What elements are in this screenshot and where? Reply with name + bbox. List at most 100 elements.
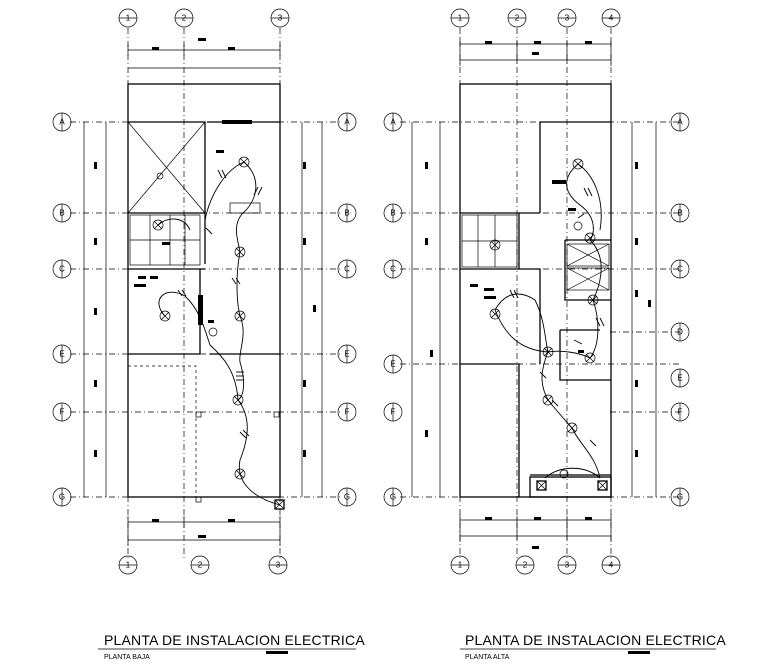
electrical-panel-icon — [274, 499, 285, 510]
axis-bubble-icon: C — [52, 259, 72, 279]
svg-text:C: C — [390, 265, 396, 274]
sheet-title: PLANTA DE INSTALACION ELECTRICA — [465, 632, 726, 648]
sheet-subtitle: PLANTA BAJA — [104, 654, 150, 661]
axis-bubble-icon: 1 — [118, 8, 138, 28]
ceiling-light-icon — [489, 239, 501, 251]
axis-bubble-icon: B — [337, 203, 357, 223]
axis-bubble-icon: A — [52, 112, 72, 132]
axis-bubble-icon: C — [337, 259, 357, 279]
svg-text:C: C — [677, 265, 683, 274]
axis-bubble-icon: 1 — [450, 555, 470, 575]
svg-text:2: 2 — [182, 14, 187, 23]
sheet-title: PLANTA DE INSTALACION ELECTRICA — [104, 632, 365, 648]
svg-text:1: 1 — [126, 561, 131, 570]
svg-text:4: 4 — [609, 561, 614, 570]
svg-text:1: 1 — [458, 14, 463, 23]
outlet-icon — [134, 150, 224, 323]
ceiling-light-icon — [559, 469, 569, 479]
ceiling-light-icon — [587, 294, 599, 306]
ceiling-light-icon — [542, 346, 554, 358]
ceiling-light-icon — [208, 327, 218, 337]
svg-text:3: 3 — [276, 561, 281, 570]
axis-bubble-icon: F — [52, 402, 72, 422]
svg-text:3: 3 — [565, 14, 570, 23]
exterior-wall — [127, 83, 281, 498]
ceiling-light-icon — [234, 246, 246, 258]
ceiling-light-icon — [584, 232, 596, 244]
axis-bubble-icon: C — [383, 259, 403, 279]
ceiling-light-icon — [159, 310, 171, 322]
axis-bubble-icon: E — [383, 354, 403, 374]
svg-text:B: B — [59, 209, 64, 218]
axis-bubble-icon: E — [337, 344, 357, 364]
svg-text:E: E — [677, 374, 682, 383]
ceiling-light-icon — [156, 172, 164, 180]
svg-text:1: 1 — [458, 561, 463, 570]
ceiling-light-icon — [232, 394, 244, 406]
svg-text:2: 2 — [515, 14, 520, 23]
sheet-planta-baja: 1 2 3 1 2 3 A B C E F G A B C E F G PLAN… — [52, 8, 365, 661]
axis-bubble-icon: 2 — [174, 8, 194, 28]
ceiling-light-icon — [238, 156, 250, 168]
axis-bubble-icon: 4 — [601, 555, 621, 575]
svg-text:A: A — [344, 118, 350, 127]
svg-text:B: B — [344, 209, 349, 218]
ceiling-light-icon — [234, 468, 246, 480]
svg-text:C: C — [59, 265, 65, 274]
ceiling-light-icon — [572, 158, 584, 170]
outlet-icon — [470, 180, 584, 353]
svg-text:A: A — [390, 118, 396, 127]
axis-bubble-icon: 2 — [515, 555, 535, 575]
ceiling-light-icon — [542, 394, 554, 406]
axis-bubble-icon: 1 — [118, 555, 138, 575]
svg-text:4: 4 — [609, 14, 614, 23]
svg-text:G: G — [677, 493, 683, 502]
axis-bubble-icon: 4 — [601, 8, 621, 28]
axis-bubble-icon: E — [670, 368, 690, 388]
axis-bubble-icon: 3 — [268, 555, 288, 575]
axis-bubble-icon: F — [670, 402, 690, 422]
axis-bubble-icon: A — [337, 112, 357, 132]
svg-text:E: E — [390, 360, 395, 369]
axis-bubble-icon: G — [383, 487, 403, 507]
svg-text:G: G — [59, 493, 65, 502]
sheet-subtitle: PLANTA ALTA — [465, 654, 510, 661]
axis-bubble-icon: 2 — [190, 555, 210, 575]
svg-text:G: G — [390, 493, 396, 502]
svg-text:B: B — [390, 209, 395, 218]
axis-bubble-icon: D — [670, 322, 690, 342]
axis-bubble-icon: 2 — [507, 8, 527, 28]
axis-bubble-icon: B — [670, 203, 690, 223]
axis-bubble-icon: A — [670, 112, 690, 132]
ceiling-light-icon — [584, 352, 596, 364]
axis-bubble-icon: C — [670, 259, 690, 279]
svg-text:F: F — [345, 408, 350, 417]
svg-text:1: 1 — [126, 14, 131, 23]
svg-text:F: F — [60, 408, 65, 417]
svg-text:E: E — [59, 350, 64, 359]
switch-icon — [177, 169, 263, 439]
svg-text:A: A — [677, 118, 683, 127]
ceiling-light-icon — [566, 422, 578, 434]
ceiling-light-icon — [573, 221, 583, 231]
circuit-wire-1 — [235, 161, 257, 253]
ceiling-light-icon — [489, 308, 501, 320]
axis-bubble-icon: 3 — [557, 8, 577, 28]
electrical-panel-icon — [597, 480, 608, 491]
axis-bubble-icon: 1 — [450, 8, 470, 28]
axis-bubble-icon: E — [52, 344, 72, 364]
axis-bubble-icon: 3 — [557, 555, 577, 575]
axis-bubble-icon: B — [383, 203, 403, 223]
axis-bubble-icon: A — [383, 112, 403, 132]
svg-text:A: A — [59, 118, 65, 127]
svg-text:D: D — [677, 328, 683, 337]
axis-bubble-icon: G — [52, 487, 72, 507]
svg-text:C: C — [344, 265, 350, 274]
svg-text:3: 3 — [278, 14, 283, 23]
switch-icon — [509, 187, 605, 447]
svg-text:E: E — [344, 350, 349, 359]
svg-text:2: 2 — [523, 561, 528, 570]
garage-outline — [127, 365, 197, 498]
